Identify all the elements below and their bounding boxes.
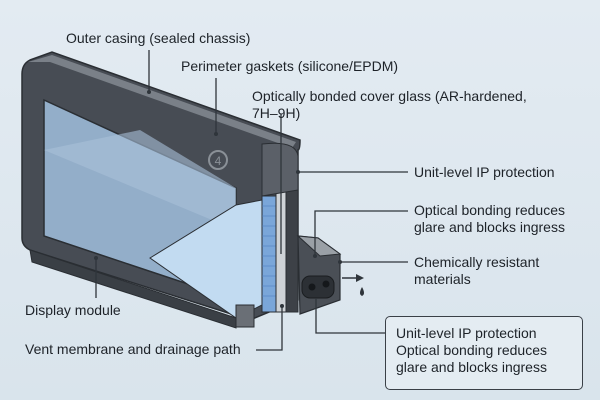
drain-arrow-head <box>356 274 364 282</box>
label-chemical-2: materials <box>414 271 471 287</box>
summary-line-1: Unit-level IP protection <box>396 325 537 341</box>
connector-plug <box>301 275 335 299</box>
summary-box: Unit-level IP protection Optical bonding… <box>385 316 583 390</box>
label-vent: Vent membrane and drainage path <box>25 341 241 357</box>
label-bonding-1: Optical bonding reduces <box>414 202 565 218</box>
summary-line-2: Optical bonding reduces <box>396 342 547 358</box>
connector-top <box>296 235 342 257</box>
badge-circle <box>208 150 228 170</box>
label-chemical-1: Chemically resistant <box>414 254 540 270</box>
bond-layer <box>261 195 277 313</box>
badge-number: 4 <box>215 154 222 168</box>
water-drop-icon <box>360 287 364 296</box>
label-display-module: Display module <box>25 302 121 318</box>
casing-bottom-corner <box>235 304 255 328</box>
leader-summary <box>315 298 385 334</box>
leader-vent <box>256 306 283 351</box>
label-cover-glass-1: Optically bonded cover glass (AR-hardene… <box>252 88 527 104</box>
screen-reflection <box>44 130 236 230</box>
leader-bonding <box>314 210 408 256</box>
label-outer-casing: Outer casing (sealed chassis) <box>66 30 251 46</box>
casing-top-edge <box>28 55 296 148</box>
casing-right-edge <box>261 142 299 197</box>
label-ip-protection: Unit-level IP protection <box>414 164 555 180</box>
connector-pin <box>308 283 316 291</box>
label-bonding-2: glare and blocks ingress <box>414 219 565 235</box>
label-gaskets: Perimeter gaskets (silicone/EPDM) <box>181 58 399 74</box>
bond-layer-hatching <box>262 205 276 297</box>
label-cover-glass-2: 7H–9H) <box>252 105 301 121</box>
casing-side <box>285 185 299 313</box>
summary-line-3: glare and blocks ingress <box>396 359 547 375</box>
connector-pin <box>322 280 330 288</box>
casing-bottom-lip <box>29 249 237 329</box>
